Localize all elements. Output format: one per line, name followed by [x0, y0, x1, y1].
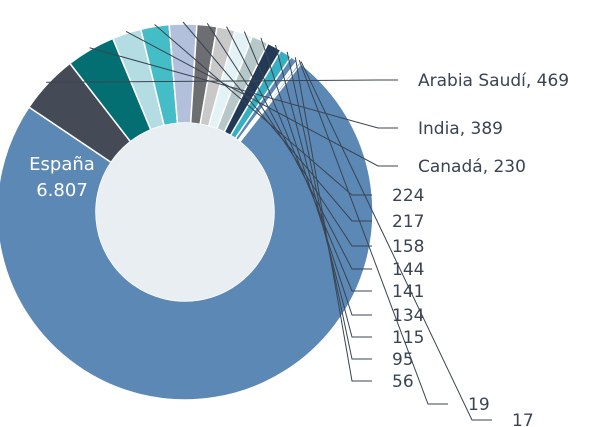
leader-line-1: [46, 79, 398, 83]
leader-line-11: [286, 51, 372, 360]
leader-line-6: [206, 23, 372, 247]
slice-label-7: 144: [392, 260, 424, 280]
leader-line-12: [294, 57, 372, 382]
slice-label-4: 224: [392, 186, 424, 206]
slice-label-14: 17: [512, 411, 534, 427]
leader-line-2: [89, 47, 398, 129]
leader-line-5: [182, 21, 372, 222]
leader-line-9: [260, 37, 372, 316]
slice-label-5: 217: [392, 212, 424, 232]
leader-line-4: [154, 24, 372, 196]
leader-line-7: [226, 26, 372, 270]
slice-label-12: 56: [392, 372, 414, 392]
slice-label-1: Arabia Saudí, 469: [418, 71, 569, 91]
leader-line-3: [125, 30, 398, 167]
slice-label-6: 158: [392, 237, 424, 257]
slice-label-10: 115: [392, 328, 424, 348]
leader-line-8: [243, 31, 372, 292]
slice-value-0: 6.807: [36, 180, 88, 201]
slice-label-3: Canadá, 230: [418, 157, 526, 177]
slice-label-8: 141: [392, 282, 424, 302]
donut-hole: [96, 123, 274, 301]
slice-label-13: 19: [468, 395, 490, 415]
leader-line-14: [300, 61, 492, 421]
leader-line-13: [298, 59, 448, 405]
slice-label-0: España: [29, 154, 95, 175]
leader-line-10: [274, 44, 372, 338]
slice-label-9: 134: [392, 306, 424, 326]
slice-label-11: 95: [392, 350, 414, 370]
slice-label-2: India, 389: [418, 119, 503, 139]
